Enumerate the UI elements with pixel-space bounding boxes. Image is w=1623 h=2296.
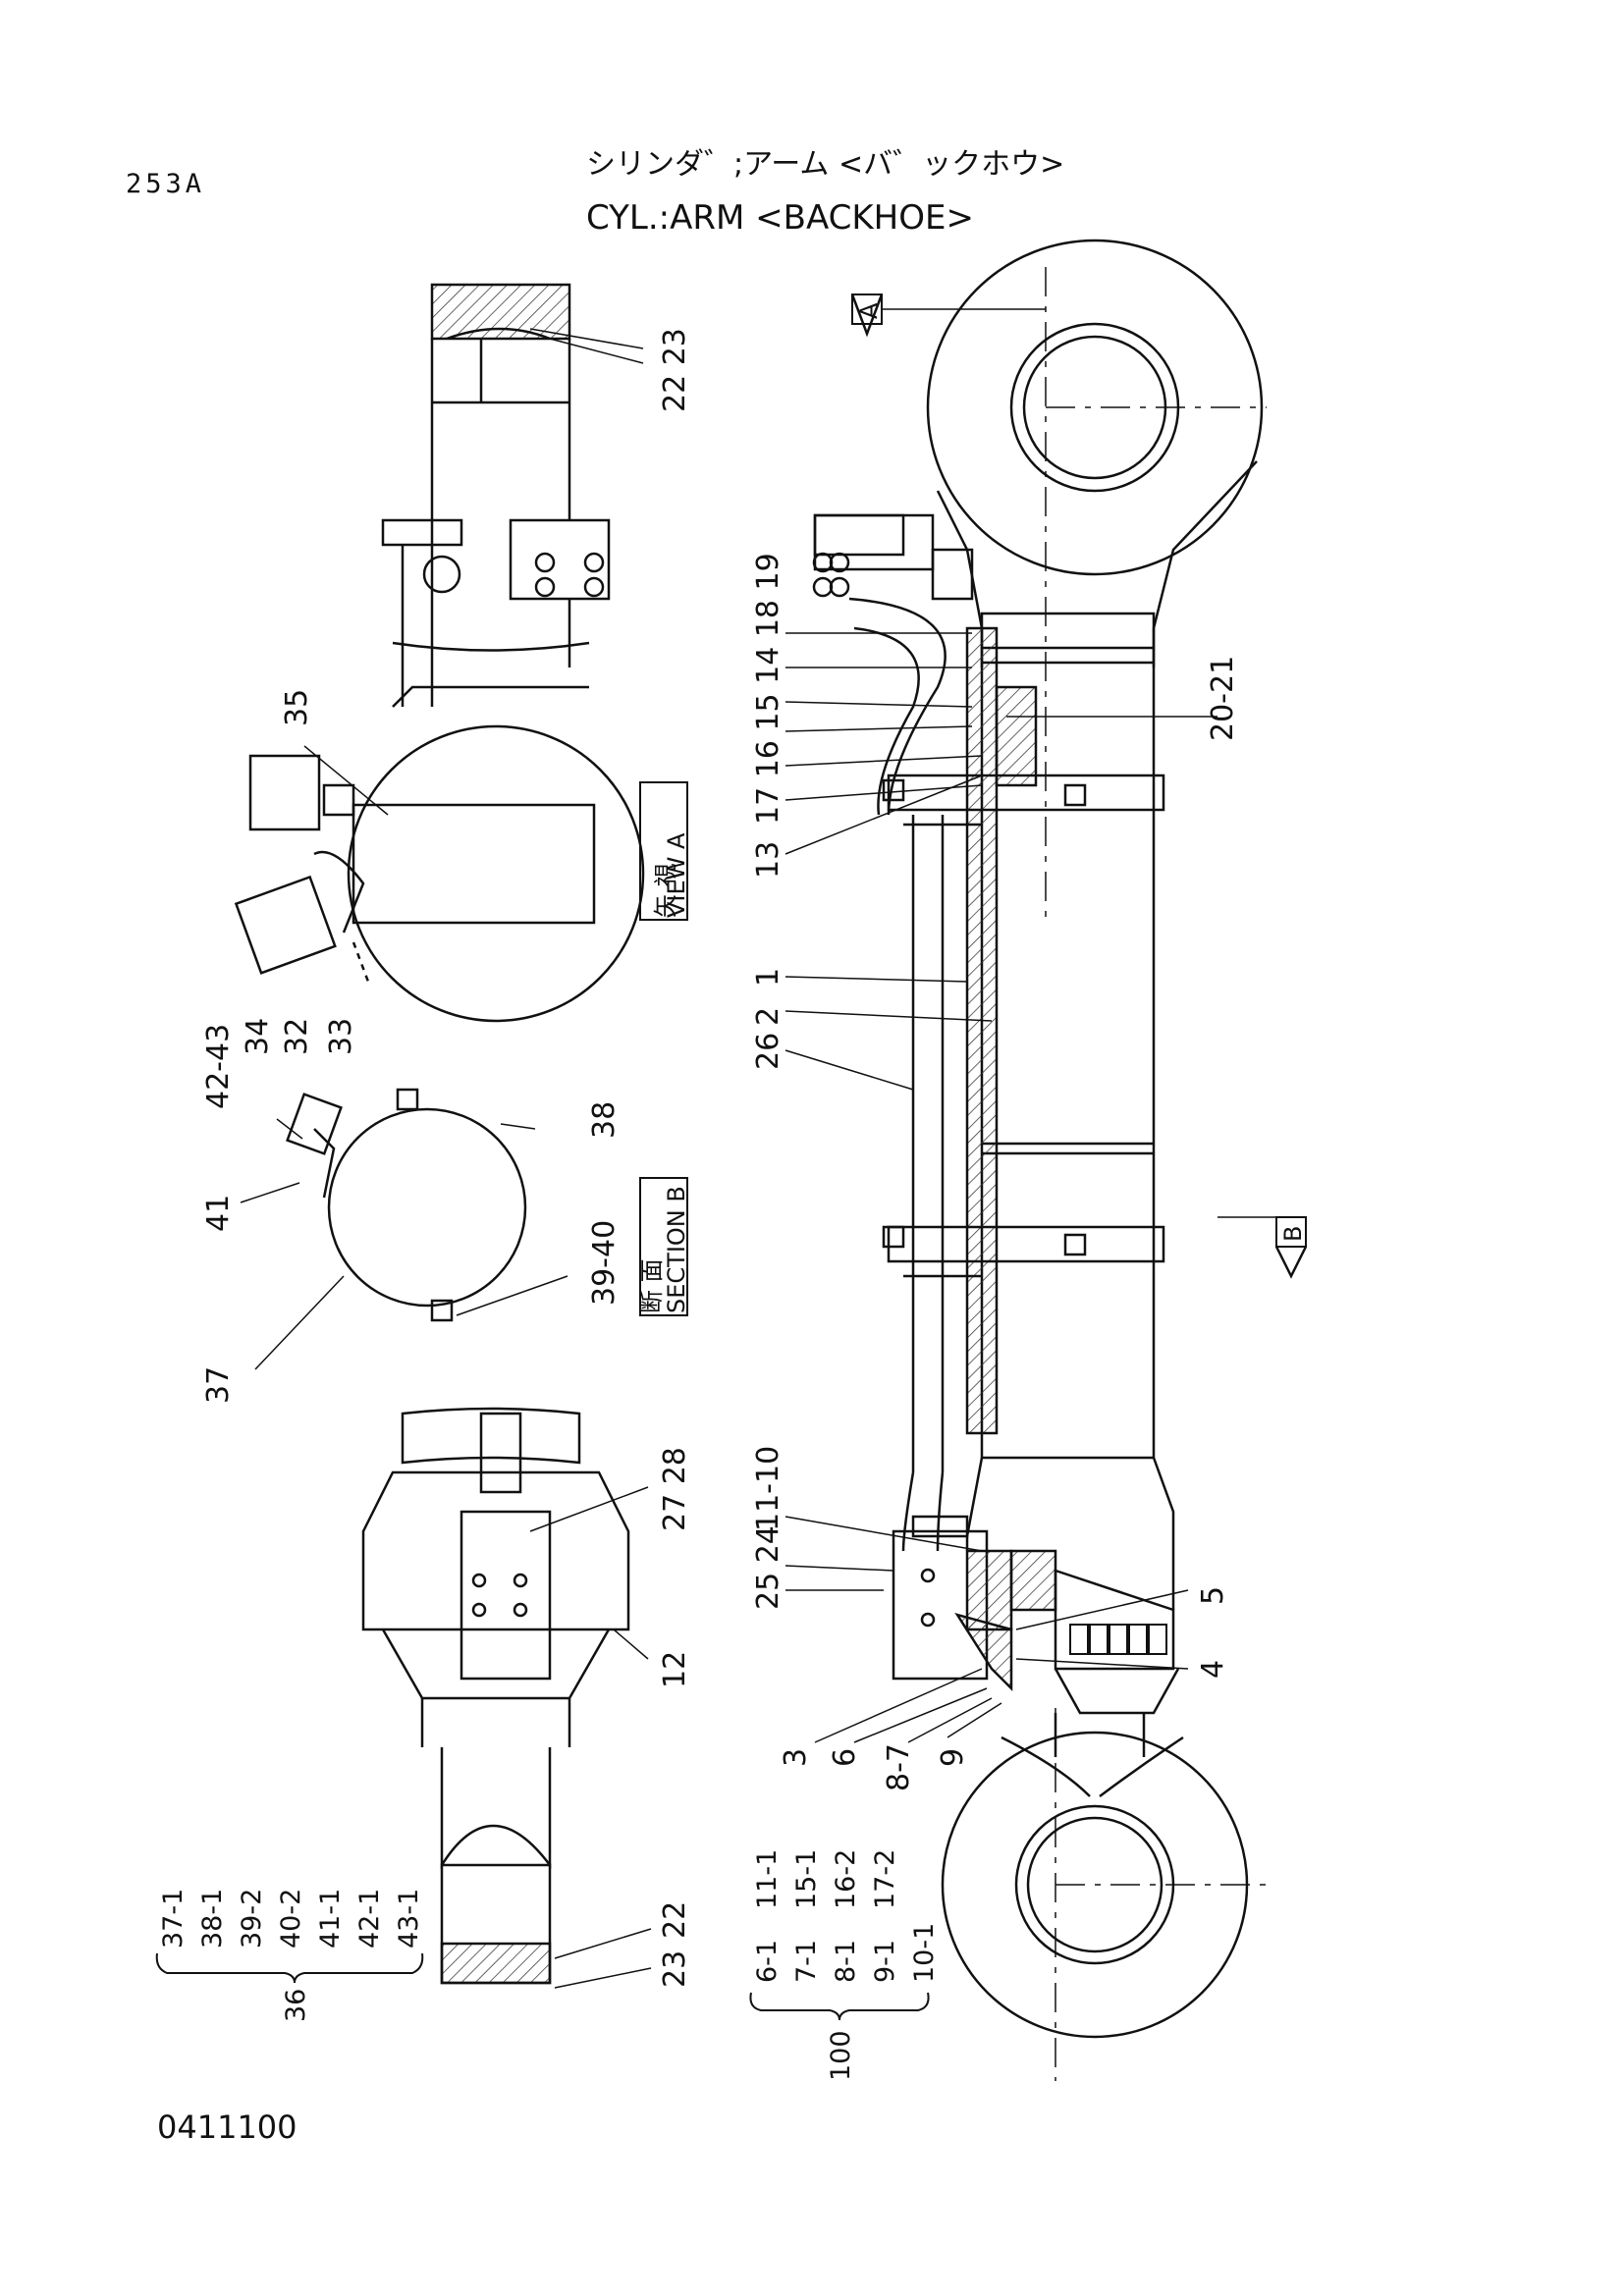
title-japanese: シリンダ゛;アーム <バ゛ックホウ> [586,147,1065,182]
kit-36-item: 40-2 [276,1889,306,1949]
section-b-label-en: SECTION B [663,1186,690,1313]
kit-100-item: 6-1 [752,1940,783,1983]
view-arrow-a [850,294,1046,338]
callout-9: 9 [936,1748,970,1767]
view-a-drawing [234,724,645,1023]
callout-37: 37 [201,1366,236,1404]
drawing-number: 0411100 [157,2109,298,2146]
callout-1: 1 [751,968,785,987]
callout-labels: 22 23 35 34 32 33 42-43 41 38 39-40 37 2… [201,328,1240,1988]
kit-100-item: 8-1 [831,1940,861,1983]
callout-26: 26 [751,1033,785,1070]
callout-22-23-top: 22 23 [658,328,692,412]
callout-27-28: 27 28 [658,1447,692,1531]
section-arrow-b [1217,1216,1308,1279]
top-eye-outer [926,239,1264,576]
callout-22-bottom: 22 [658,1901,692,1939]
callout-2: 2 [751,1007,785,1026]
kit-100-label: 100 [826,2030,856,2081]
kit-36-item: 39-2 [237,1889,267,1949]
view-a-label-jp: 矢 視 [652,863,679,918]
kit-36-item: 37-1 [158,1889,189,1949]
kit-100-item: 11-1 [752,1849,783,1909]
kit-100-item: 16-2 [831,1849,861,1909]
callout-23-bottom: 23 [658,1950,692,1988]
kit-100-item: 9-1 [870,1940,900,1983]
callout-32: 32 [280,1018,314,1055]
kit-36-list: 37-1 38-1 39-2 40-2 41-1 42-1 43-1 36 [155,1889,424,2022]
callout-4: 4 [1196,1660,1230,1679]
callout-33: 33 [324,1018,358,1055]
section-b-label-jp: 断 面 [638,1258,666,1313]
view-marker-b: B [1279,1226,1307,1242]
callout-5: 5 [1196,1586,1230,1605]
callout-13-19-stack: 17 16 15 14 18 19 [751,553,785,825]
callout-20-21: 20-21 [1206,656,1240,741]
callout-12: 12 [658,1651,692,1688]
kit-36-item: 41-1 [315,1889,346,1949]
main-cylinder-assembly [812,239,1267,2081]
head-top-view [381,283,611,708]
leader-lines [240,328,1217,1989]
page-code: 253A [126,169,206,199]
kit-36-item: 43-1 [394,1889,424,1949]
view-a-label-en: VIEW A [663,832,690,918]
kit-100-item: 10-1 [909,1923,940,1983]
callout-6: 6 [828,1748,862,1767]
callout-13: 13 [751,841,785,879]
callout-34: 34 [241,1018,275,1055]
kit-100-item: 17-2 [870,1849,900,1909]
kit-36-item: 42-1 [354,1889,385,1949]
callout-8-7: 8-7 [882,1743,916,1791]
kit-100-item: 7-1 [791,1940,822,1983]
view-marker-a: A [855,302,883,319]
title-english: CYL.:ARM <BACKHOE> [586,198,974,238]
section-b-label-box: 断 面 SECTION B [638,1177,690,1316]
callout-42-43: 42-43 [201,1024,236,1109]
callout-39-40: 39-40 [587,1220,622,1306]
section-b-drawing [286,1088,527,1322]
rod-end-top-view [361,1407,630,1985]
callout-11-10: 11-10 [751,1446,785,1531]
view-a-label-box: 矢 視 VIEW A [639,781,690,921]
kit-100-list: 6-1 7-1 8-1 9-1 10-1 11-1 15-1 16-2 17-2… [749,1849,940,2081]
kit-100-item: 15-1 [791,1849,822,1909]
callout-24-25: 25 24 [751,1525,785,1610]
callout-38: 38 [587,1101,622,1139]
callout-3: 3 [779,1748,813,1767]
callout-41: 41 [201,1195,236,1232]
kit-36-item: 38-1 [197,1889,228,1949]
callout-35: 35 [280,689,314,726]
kit-36-label: 36 [281,1989,311,2022]
